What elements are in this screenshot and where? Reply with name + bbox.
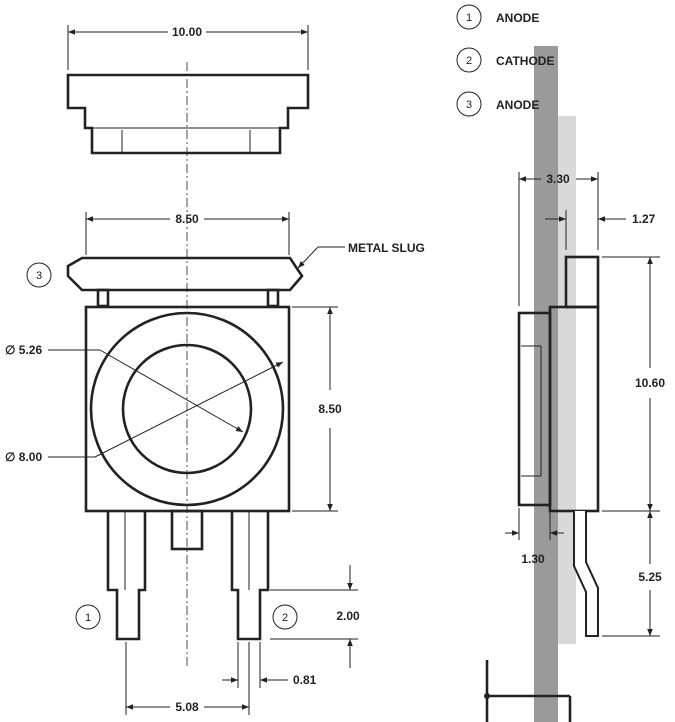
side-lead [573,511,599,637]
dim-side-lead: 1.27 [632,212,656,226]
pin2-callout [272,604,298,630]
svg-text:2: 2 [466,55,472,67]
svg-text:1: 1 [466,12,472,24]
outer-circle [89,311,285,507]
legend-2-circle [456,47,482,73]
pin3-callout [26,262,52,288]
pin1-callout [75,604,101,630]
inner-circle [121,343,253,475]
lead-left [106,511,147,641]
top-cap-outline [66,73,310,155]
dim-lens-width: 8.50 [175,212,199,226]
dim-lead-step: 2.00 [336,609,360,623]
svg-text:2: 2 [282,612,288,624]
lead-right [230,511,270,641]
dim-lead-pitch: 5.08 [175,700,199,714]
center-tab [170,509,204,551]
dim-body-height: 8.50 [318,402,342,416]
metal-slug-label: METAL SLUG [348,241,425,255]
dim-inner-diameter: ∅ 5.26 [5,343,42,357]
svg-text:1: 1 [85,612,91,624]
dim-side-depth: 3.30 [546,172,570,186]
legend-1-label: ANODE [496,11,539,25]
dim-lead-width: 0.81 [293,673,317,687]
board-dark-strip [534,46,558,722]
metal-slug-outline [66,256,304,292]
legend-3-label: ANODE [496,98,539,112]
dim-side-height: 10.60 [635,376,665,390]
front-view: 10.00 8.50 METAL SLUG 3 ∅ 5.26 ∅ 8.00 [5,25,425,715]
legend: 1 ANODE 2 CATHODE 3 ANODE [456,4,554,117]
svg-text:3: 3 [36,270,42,282]
legend-2-label: CATHODE [496,54,554,68]
svg-text:3: 3 [466,99,472,111]
dim-top-width: 10.00 [172,25,202,39]
dim-side-tail: 5.25 [638,570,662,584]
legend-1-circle [456,4,482,30]
body-outline [84,305,291,513]
dim-side-body: 1.30 [521,552,545,566]
dim-outer-diameter: ∅ 8.00 [5,450,42,464]
side-lens [517,311,552,507]
legend-3-circle [456,91,482,117]
side-view: 1 ANODE 2 CATHODE 3 ANODE 3.30 1.27 [456,4,665,722]
